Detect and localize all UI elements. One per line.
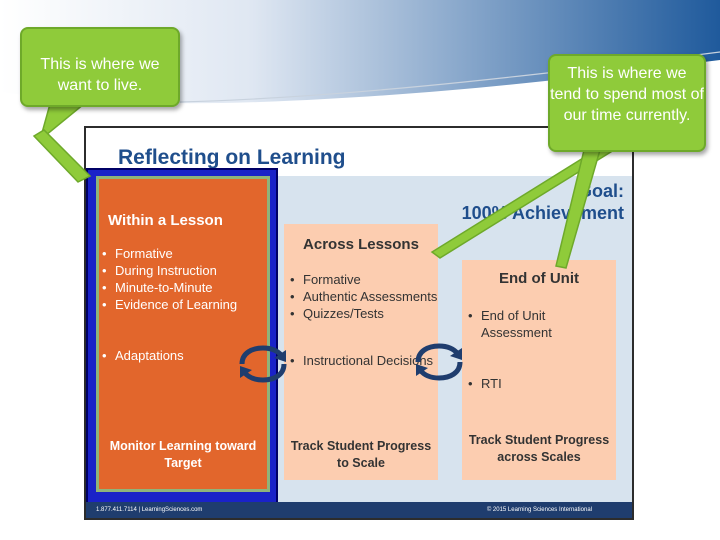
column-footer: Track Student Progress across Scales	[468, 433, 610, 464]
column-title: Within a Lesson	[108, 212, 223, 229]
column-items: End of Unit Assessment	[462, 307, 616, 341]
column-items: Formative Authentic Assessments Quizzes/…	[284, 271, 438, 322]
slide-footer: 1.877.411.7114 | LearningSciences.com © …	[86, 502, 632, 518]
column-extra-items: RTI	[462, 375, 616, 392]
list-item: Formative	[100, 245, 266, 262]
list-item: During Instruction	[100, 262, 266, 279]
list-item: Instructional Decisions	[288, 352, 438, 369]
column-items: Formative During Instruction Minute-to-M…	[100, 245, 266, 313]
column-across-lessons: Across Lessons Formative Authentic Asses…	[284, 224, 438, 480]
column-footer: Monitor Learning toward Target	[109, 439, 257, 470]
footer-copyright: © 2015 Learning Sciences International	[486, 507, 592, 513]
list-item: Adaptations	[100, 347, 266, 364]
column-extra-items: Instructional Decisions	[284, 352, 438, 369]
cycle-arrows-icon	[239, 345, 287, 383]
callout-right: This is where we tend to spend most of o…	[548, 54, 706, 152]
column-within-lesson: Within a Lesson Formative During Instruc…	[100, 182, 266, 482]
list-item: Formative	[288, 271, 438, 288]
column-extra-items: Adaptations	[100, 347, 266, 364]
list-item: Minute-to-Minute	[100, 279, 266, 296]
list-item: RTI	[466, 375, 616, 392]
goal-label: Goal: 100% Achievement	[461, 181, 624, 223]
column-footer: Track Student Progress to Scale	[290, 439, 432, 470]
within-lesson-box	[96, 176, 270, 492]
column-title: End of Unit	[499, 270, 579, 287]
list-item: Authentic Assessments	[288, 288, 438, 305]
column-title: Across Lessons	[303, 236, 419, 253]
embedded-slide: Reflecting on Learning Goal: 100% Achiev…	[84, 126, 634, 520]
cycle-arrows-icon	[415, 343, 463, 381]
list-item: Quizzes/Tests	[288, 305, 438, 322]
list-item: Evidence of Learning	[100, 296, 266, 313]
callout-left: This is where we want to live.	[20, 27, 180, 107]
list-item: End of Unit Assessment	[466, 307, 616, 341]
slide-title: Reflecting on Learning	[118, 146, 346, 169]
column-end-of-unit: End of Unit End of Unit Assessment RTI T…	[462, 260, 616, 480]
footer-contact: 1.877.411.7114 | LearningSciences.com	[96, 507, 203, 513]
